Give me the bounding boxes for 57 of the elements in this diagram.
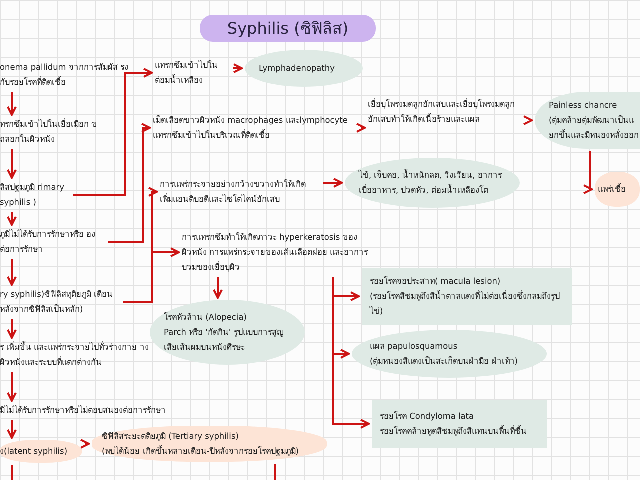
highlight-blob [92,426,327,462]
arrow [7,319,17,339]
title-banner: Syphilis (ซิฟิลิส) [200,15,376,42]
note-text: ลิสปฐมภูมิ rimary syphilis ) [0,180,70,210]
arrow [7,420,17,439]
heading-text: แพร่เชื้อ [598,182,627,196]
heading-text: ง(latent syphilis) [0,445,69,458]
arrow [7,372,17,402]
arrow [583,151,593,194]
note-box [372,400,547,448]
body-text: (พบได้น้อย เกิดขึ้นหลายเดือน-ปีหลังจากรอยโรคปฐมภูมิ) [102,444,300,458]
heading-text: ไข้, เจ็บคอ, น้ำหนักลด, วิงเวียน, อาการ เบื่ออาหาร, ปวดหัว, ต่อมน้ำเหลืองโต [359,168,504,197]
note-box [362,268,572,325]
arrow [233,64,243,74]
arrow [80,439,90,449]
heading-text: รอยโรคจอประสาท( macula lesion) [370,275,502,288]
note-text: onema pallidum จากการสัมผัส รงกับรอยโรคที่ติดเชื้อ [0,60,135,90]
note-text: ทรกซึมเข้าไปในเยื่อเมือก ขถลอกในผิวหนัง [0,117,105,147]
heading-text: Painless chancre [549,99,618,112]
arrow [7,259,17,286]
connector-line [11,465,13,480]
body-text: (ตุ่มคล้ายตุ่มพัฒนาเป็นแ ยกขึ้นและมีหนองหลั่งออก [549,114,640,142]
arrow [332,277,370,429]
heading-text: รอยโรค Condyloma lata [380,410,475,423]
highlight-ellipse [245,50,363,87]
arrow [73,68,153,196]
arrow [7,212,17,226]
arrow [7,92,17,116]
note-text: ร เพิ่มขึ้น และแพร่กระจายไปทั่วร่างกาย างผิวหนังและระบบที่แตกต่างกัน [0,340,150,370]
note-text: ภูมิไม่ได้รับการรักษาหรือ องต่อการรักษา [0,227,105,257]
heading-text: โรคหัวล้าน (Alopecia) [164,311,248,324]
body-text: Parch หรือ 'กัดกิน' รูปแบบการสูญเสียเส้นผมบนหนังศีรษะ [164,326,285,354]
note-text: การแทรกซึมทำให้เกิดภาวะ hyperkeratosis ของผิวหนัง การแพร่กระจายของเส้นเลือดฝอย และอาการบวมของเยื่อบุผิว [182,230,382,275]
note-text: เม็ดเลือดขาวผิวหนัง macrophages และlymphocyte แทรกซึมเข้าไปในบริเวณที่ติดเชื้อ [153,113,358,143]
highlight-ellipse [535,92,640,149]
highlight-blob [0,440,82,463]
note-text: แทรกซึมเข้าไปใน ต่อมน้ำเหลือง [155,58,230,88]
highlight-ellipse [150,300,305,365]
arrow [323,178,343,188]
heading-text: ซิฟิลิสระยะตติยภูมิ (Tertiary syphilis) [102,430,240,444]
heading-text: แผล papulosquamous [370,340,459,353]
note-text: การแพร่กระจายอย่างกว้างขวางทำให้เกิด เพิ่มแอนติบอดีและไซโตไคน์อักเสบ [160,177,320,207]
arrow [108,123,151,243]
note-text: มิไม่ได้รับการรักษาหรือไม่ตอบสนองต่อการรักษา [0,403,166,418]
body-text: รอยโรคคล้ายหูดสีชมพูถึงสีแทนบนพื้นที่ชื้น [380,424,528,438]
note-text: เยื่อบุโพรงมดลูกอักเสบและเยื่อบุโพรงมดลูกอักเสบทำให้เกิดเนื้อร้ายและแผล [368,97,528,127]
heading-text: Lymphadenopathy [259,62,336,75]
connector-line [274,464,276,480]
body-text: (รอยโรคสีชมพูถึงสีน้ำตาลแดงที่ไม่ต่อเนื่องซึ่งกลมถึงรูปไข่) [370,289,562,318]
highlight-blob [595,172,640,207]
note-text: ry syphilis)ซิฟิลิสทุติยภูมิ เดือนหลังจากซิฟิลิสเป็นหลัก) [0,287,120,317]
highlight-ellipse [345,158,520,208]
arrow [7,149,17,179]
arrow [356,123,366,133]
body-text: (ตุ่มหนองสีแดงเป็นสะเก็ดบนฝ่ามือ ฝ่าเท้า) [370,355,519,368]
arrow [213,277,223,299]
arrow [523,116,533,126]
